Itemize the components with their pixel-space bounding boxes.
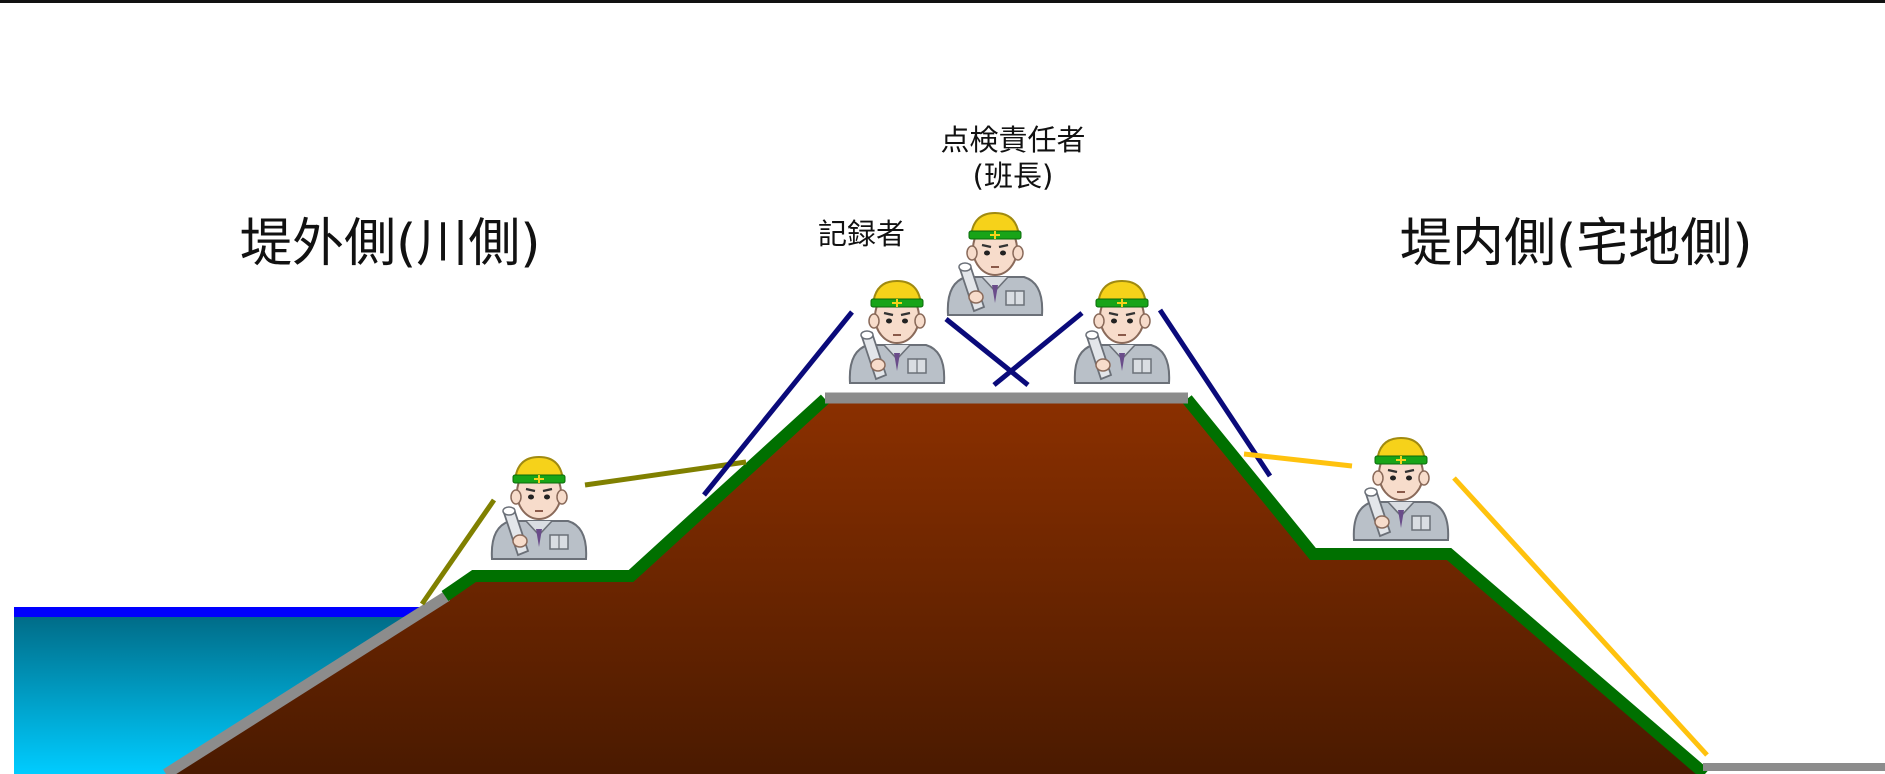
- sightline-olive-lower: [419, 498, 497, 606]
- sightline-yellow-lower: [1452, 476, 1709, 757]
- sightline-navy-land-slope: [1157, 308, 1273, 478]
- recorder-label: 記録者: [818, 217, 905, 251]
- river-water: [14, 613, 418, 774]
- sightline-yellow-upper: [1243, 451, 1353, 469]
- sightline-navy-cross-a: [944, 317, 1030, 387]
- inspection-leader-role-label: (班長): [973, 159, 1054, 193]
- land-side-grass-slope: [1182, 395, 1709, 774]
- sightline-navy-cross-b: [992, 311, 1084, 387]
- river-side-label: 堤外側(川側): [240, 214, 541, 274]
- river-side-revetment: [163, 591, 450, 774]
- inspector-land-crest-figure: [1073, 279, 1171, 385]
- river-side-grass-slope: [441, 394, 830, 601]
- inspector-river-berm-figure: [490, 455, 588, 561]
- levee-body: [166, 399, 1705, 774]
- sightline-olive-upper: [584, 459, 747, 488]
- inspector-river-crest-figure: [848, 279, 946, 385]
- inspection-leader-figure: [946, 211, 1044, 317]
- land-side-label: 堤内側(宅地側): [1400, 214, 1753, 274]
- inspection-leader-label: 点検責任者: [940, 123, 1085, 157]
- sightline-navy-river-slope: [702, 310, 854, 497]
- inspector-land-berm-figure: [1352, 436, 1450, 542]
